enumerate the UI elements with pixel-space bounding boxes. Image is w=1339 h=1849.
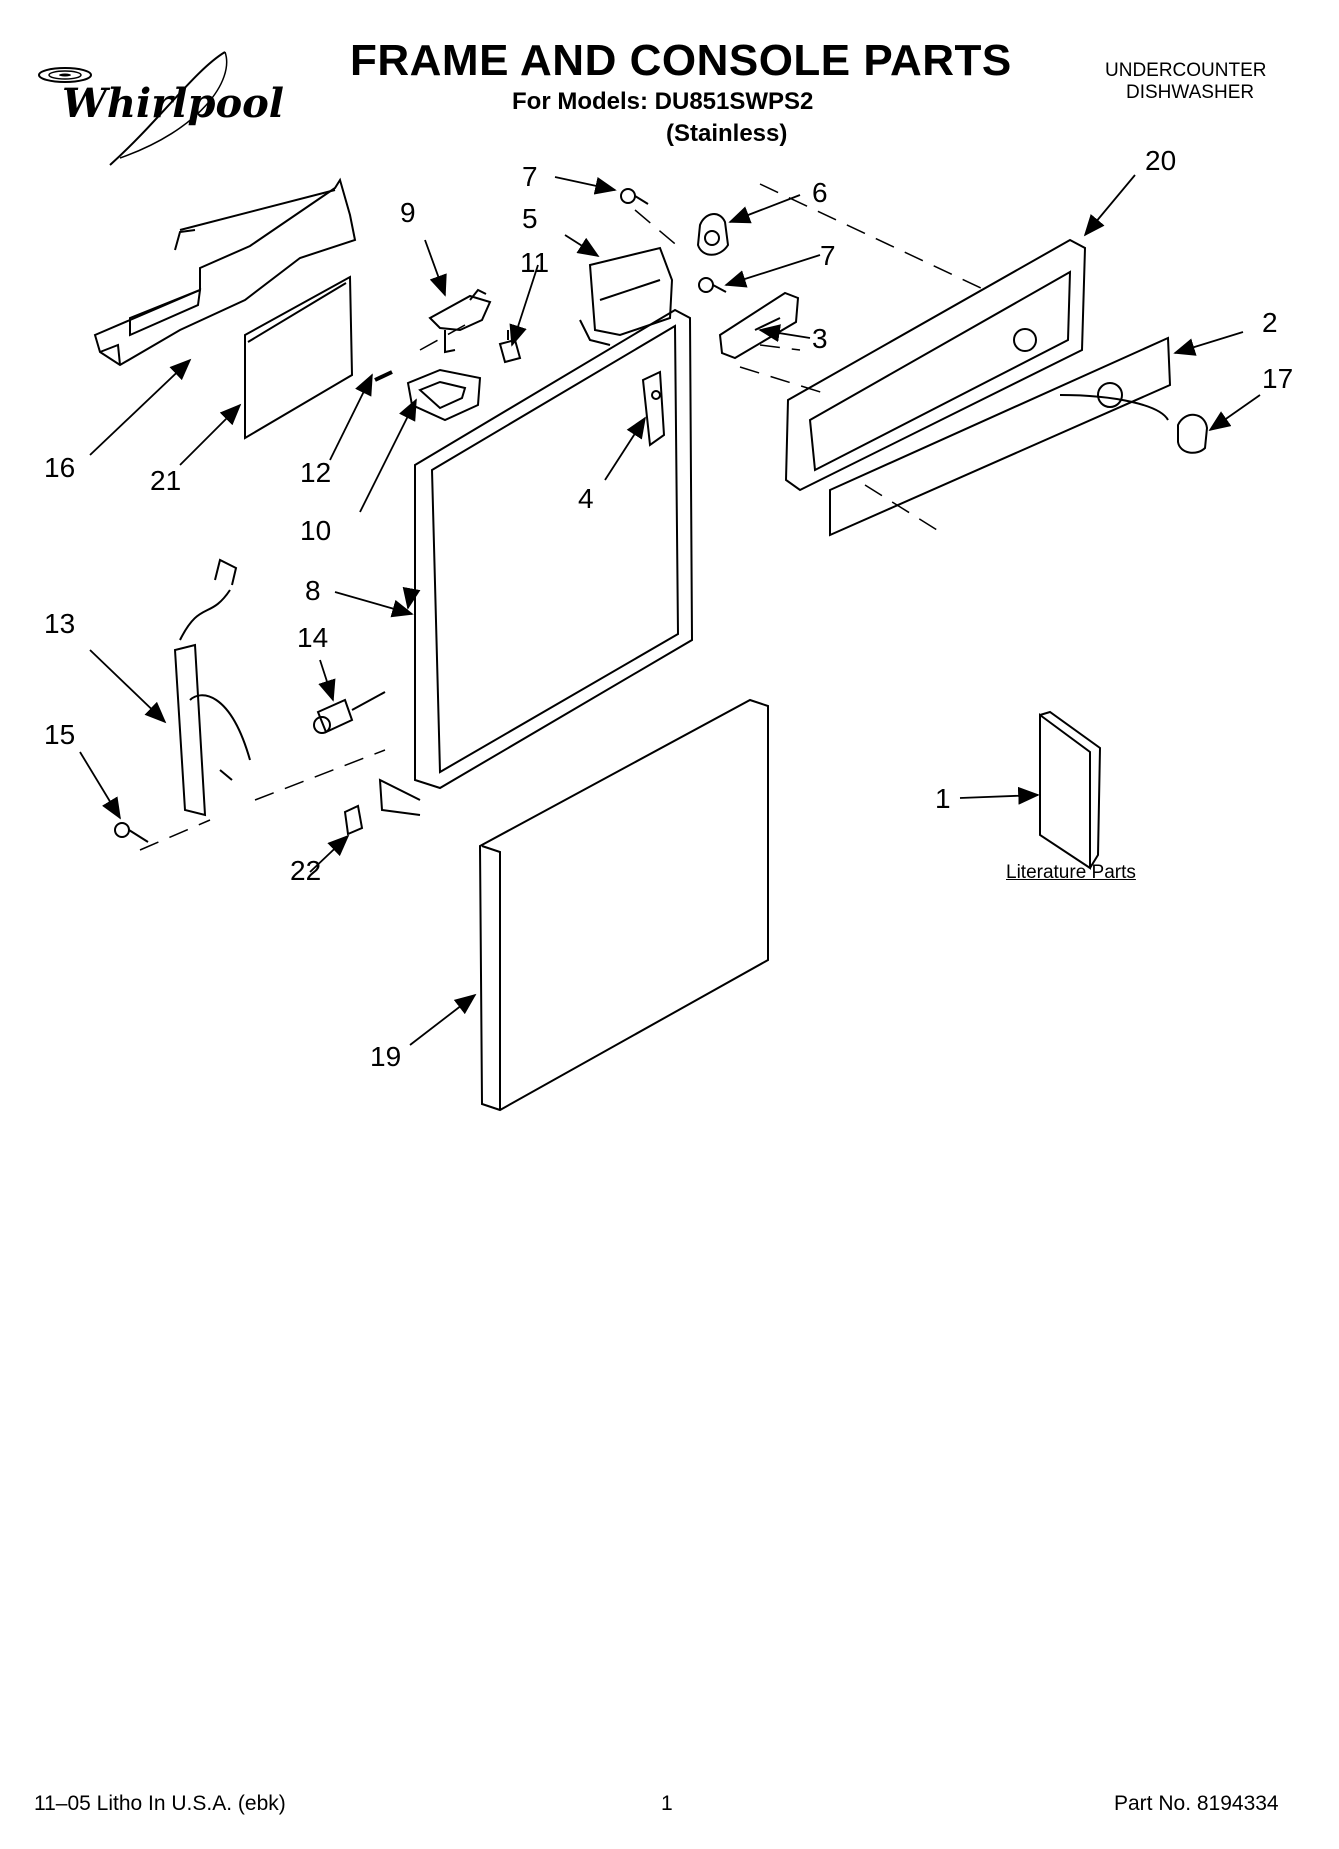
callout-5: 5	[522, 203, 538, 234]
callout-16: 16	[44, 452, 75, 483]
footer-print-info: 11–05 Litho In U.S.A. (ebk)	[34, 1792, 286, 1815]
part-5-control	[579, 246, 674, 346]
literature-parts-label: Literature Parts	[1006, 862, 1136, 883]
callout-15: 15	[44, 719, 75, 750]
callout-6: 6	[812, 177, 828, 208]
part-7-screw-top	[620, 188, 649, 205]
part-7-screw-mid	[698, 277, 727, 293]
part-8-door-frame	[378, 308, 694, 816]
product-type-line1: UNDERCOUNTER	[1105, 60, 1267, 81]
callout-14: 14	[297, 622, 328, 653]
part-16-console-cover	[93, 177, 357, 367]
model-finish: (Stainless)	[666, 120, 788, 147]
part-6-knob-insert	[696, 213, 730, 256]
assembly-lines	[139, 183, 986, 851]
part-4-latch	[641, 370, 666, 447]
product-type-line2: DISHWASHER	[1126, 82, 1255, 103]
callout-7-top: 7	[522, 161, 538, 192]
part-13-wire-harness	[173, 558, 251, 817]
part-17-knob	[1177, 413, 1209, 454]
callout-9: 9	[400, 197, 416, 228]
callout-7-mid: 7	[820, 240, 836, 271]
callout-8: 8	[305, 575, 321, 606]
callout-21: 21	[150, 465, 181, 496]
part-14-sensor	[313, 691, 386, 734]
part-2-overlay	[829, 336, 1172, 537]
part-3-bracket	[718, 291, 800, 360]
callout-4: 4	[578, 483, 594, 514]
callout-3: 3	[812, 323, 828, 354]
logo-swirl-graphic	[38, 51, 228, 166]
part-1-literature	[1039, 710, 1102, 870]
callout-20: 20	[1145, 145, 1176, 176]
part-9-bracket	[428, 288, 492, 354]
model-number: For Models: DU851SWPS2	[512, 88, 814, 115]
callout-22: 22	[290, 855, 321, 886]
leader-arrows	[79, 174, 1261, 1046]
callout-11: 11	[520, 247, 549, 278]
callout-12: 12	[300, 457, 331, 488]
part-20-console-panel	[784, 238, 1087, 492]
page-title: FRAME AND CONSOLE PARTS	[350, 36, 1012, 85]
part-19-door-panel	[478, 698, 769, 1112]
callout-10: 10	[300, 515, 331, 546]
brand-name: Whirlpool	[62, 80, 284, 127]
footer-page-number: 1	[661, 1792, 673, 1815]
part-22-clip	[343, 804, 364, 836]
part-15-screw	[114, 822, 149, 843]
part-12-clip	[374, 370, 393, 382]
part-21-insulation	[244, 275, 354, 440]
callout-2: 2	[1262, 307, 1278, 338]
callout-1: 1	[935, 783, 951, 814]
part-10-bracket	[406, 368, 482, 422]
callout-13: 13	[44, 608, 75, 639]
part-11-switch	[498, 330, 522, 364]
callout-19: 19	[370, 1041, 401, 1072]
callout-17: 17	[1262, 363, 1293, 394]
footer-part-number: Part No. 8194334	[1114, 1792, 1279, 1815]
